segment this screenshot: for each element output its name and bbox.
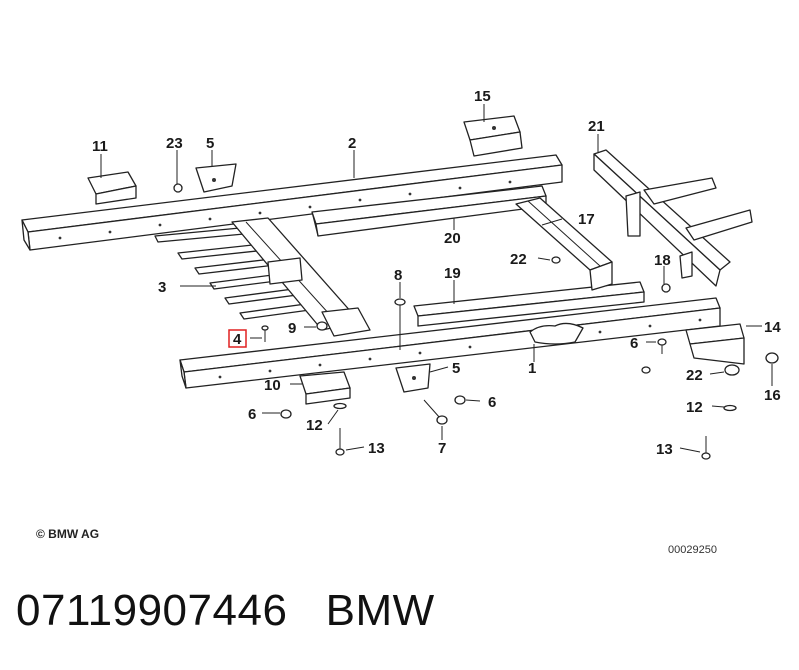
rail-part-2 <box>21 154 563 251</box>
crossmember-part-3 <box>154 217 371 337</box>
callout-20: 20 <box>444 230 461 247</box>
bolt-part-8 <box>394 298 406 350</box>
washer-part-12-right <box>723 404 737 412</box>
callout-1: 1 <box>528 360 536 377</box>
callout-12-right: 12 <box>686 399 703 416</box>
image-code: 00029250 <box>668 544 717 556</box>
callout-16: 16 <box>764 387 781 404</box>
callout-labels: 11 23 5 2 15 21 17 20 22 18 3 8 19 9 1 5… <box>92 88 781 458</box>
support-part-17 <box>515 197 613 291</box>
callout-13-right: 13 <box>656 441 673 458</box>
callout-9: 9 <box>288 320 296 337</box>
callout-6-right: 6 <box>488 394 496 411</box>
callout-13-left: 13 <box>368 440 385 457</box>
callout-11: 11 <box>92 138 108 155</box>
callout-17: 17 <box>578 211 595 228</box>
frame-part-21 <box>593 149 753 287</box>
callout-21: 21 <box>588 118 605 135</box>
leader-lines <box>100 104 773 453</box>
callout-19: 19 <box>444 265 461 282</box>
callout-14: 14 <box>764 319 781 336</box>
callout-12-left: 12 <box>306 417 323 434</box>
callout-5-lower: 5 <box>452 360 460 377</box>
nut-part-22 <box>551 256 740 376</box>
rail-part-19 <box>413 281 645 327</box>
screw-part-13-right <box>701 436 711 460</box>
callout-6-left: 6 <box>248 406 256 423</box>
bolt-part-7 <box>423 399 448 425</box>
bracket-part-14 <box>685 323 745 365</box>
callout-15: 15 <box>474 88 491 105</box>
callout-22-top: 22 <box>510 251 527 268</box>
callout-6-mid: 6 <box>630 335 638 352</box>
callout-7: 7 <box>438 440 446 457</box>
highlighted-callout-4[interactable]: 4 <box>228 329 247 348</box>
bracket-part-5-lower <box>395 363 431 393</box>
screw-part-4 <box>261 325 269 342</box>
callout-3: 3 <box>158 279 166 296</box>
callout-22-right: 22 <box>686 367 703 384</box>
bracket-part-11 <box>87 171 137 205</box>
svg-text:4: 4 <box>233 331 242 348</box>
callout-23: 23 <box>166 135 183 152</box>
screw-part-13-left <box>335 428 345 456</box>
callout-18: 18 <box>654 252 671 269</box>
washer-part-12-left <box>333 402 347 410</box>
callout-2: 2 <box>348 135 356 152</box>
callout-10: 10 <box>264 377 281 394</box>
brand-name: BMW <box>325 586 435 635</box>
bolt-part-6 <box>280 338 667 419</box>
nut-part-18 <box>661 283 671 293</box>
part-number: 07119907446 <box>16 586 288 635</box>
callout-8: 8 <box>394 267 402 284</box>
callout-5-top: 5 <box>206 135 214 152</box>
bracket-part-15 <box>463 115 523 157</box>
nut-part-23 <box>173 183 183 193</box>
bolt-part-16 <box>765 352 779 364</box>
nut-part-9 <box>316 321 328 331</box>
copyright-text: © BMW AG <box>36 527 99 541</box>
bracket-part-10 <box>299 371 351 405</box>
part-number-caption: 07119907446 BMW <box>16 586 435 636</box>
rail-part-1 <box>179 297 721 389</box>
bracket-part-5-top <box>195 163 237 193</box>
